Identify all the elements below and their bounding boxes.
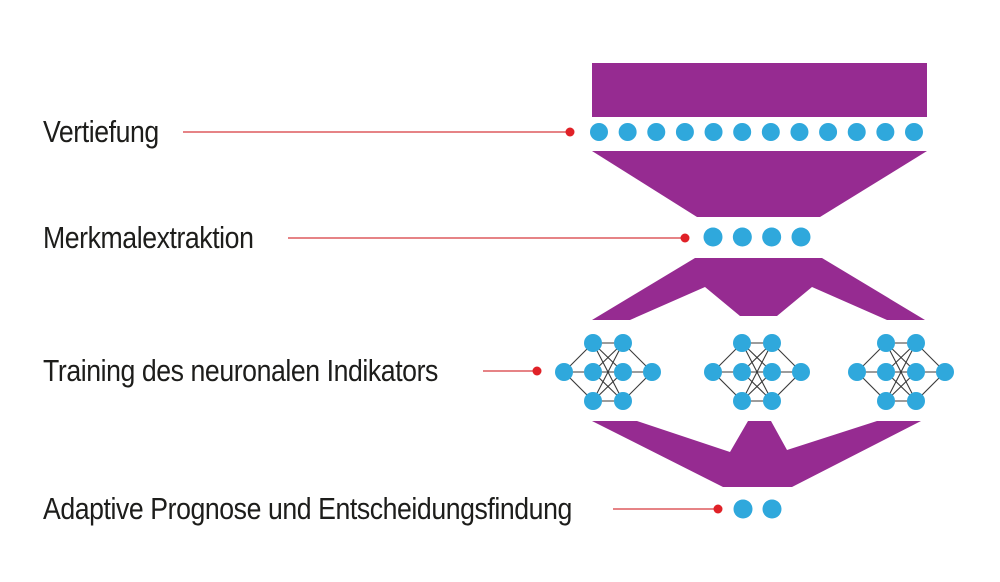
neuron-dot bbox=[647, 123, 666, 141]
network-neuron bbox=[704, 363, 722, 381]
neural-network bbox=[704, 334, 810, 410]
network-neuron bbox=[584, 334, 602, 352]
neuron-dot bbox=[704, 123, 723, 141]
network-neuron bbox=[848, 363, 866, 381]
network-neuron bbox=[907, 363, 925, 381]
network-neuron bbox=[555, 363, 573, 381]
network-neuron bbox=[763, 363, 781, 381]
leader-dot-training bbox=[532, 366, 542, 376]
network-edge bbox=[885, 342, 917, 402]
network-neuron bbox=[584, 392, 602, 410]
neuron-dot bbox=[733, 123, 752, 141]
network-neuron bbox=[733, 392, 751, 410]
neuron-dot bbox=[590, 123, 608, 141]
merge-to-output-shape bbox=[592, 421, 921, 487]
leader-dot-vertiefung bbox=[565, 127, 575, 137]
network-neuron bbox=[614, 363, 632, 381]
network-neuron bbox=[877, 363, 895, 381]
neuron-dot bbox=[791, 227, 811, 247]
neuron-dot bbox=[905, 123, 923, 141]
neuron-dot bbox=[847, 123, 866, 141]
feature-neurons-row bbox=[703, 227, 811, 247]
neuron-dot bbox=[762, 227, 782, 247]
input-block-shape bbox=[592, 63, 927, 117]
label-vertiefung: Vertiefung bbox=[43, 114, 159, 149]
network-neuron bbox=[733, 334, 751, 352]
split-to-networks-shape bbox=[592, 258, 925, 320]
network-neuron bbox=[792, 363, 810, 381]
neuron-dot bbox=[733, 499, 753, 519]
network-neuron bbox=[614, 334, 632, 352]
label-adaptive: Adaptive Prognose und Entscheidungsfindu… bbox=[43, 491, 572, 526]
network-neuron bbox=[907, 334, 925, 352]
leader-dot-merkmalextraktion bbox=[680, 233, 690, 243]
neuron-dot bbox=[790, 123, 809, 141]
network-neuron bbox=[877, 334, 895, 352]
network-neuron bbox=[907, 392, 925, 410]
neuron-dot bbox=[618, 123, 637, 141]
neuron-dot bbox=[703, 227, 723, 247]
network-neuron bbox=[763, 392, 781, 410]
label-merkmalextraktion: Merkmalextraktion bbox=[43, 220, 254, 255]
output-neurons-row bbox=[733, 499, 782, 519]
neuron-dot bbox=[732, 227, 752, 247]
neuron-dot bbox=[675, 123, 694, 141]
input-neurons-row bbox=[590, 123, 923, 141]
network-neuron bbox=[733, 363, 751, 381]
label-training: Training des neuronalen Indikators bbox=[43, 353, 438, 388]
neuron-dot bbox=[819, 123, 838, 141]
neuron-dot bbox=[876, 123, 895, 141]
leader-dot-adaptive bbox=[713, 504, 723, 514]
network-edge bbox=[592, 342, 624, 402]
network-neuron bbox=[936, 363, 954, 381]
network-neuron bbox=[643, 363, 661, 381]
funnel-narrowing-shape bbox=[592, 151, 927, 217]
neural-network bbox=[848, 334, 954, 410]
neural-network bbox=[555, 334, 661, 410]
network-neuron bbox=[614, 392, 632, 410]
neuron-dot bbox=[761, 123, 780, 141]
network-edge bbox=[741, 342, 773, 402]
network-neuron bbox=[763, 334, 781, 352]
network-neuron bbox=[584, 363, 602, 381]
neuron-dot bbox=[762, 499, 782, 519]
network-neuron bbox=[877, 392, 895, 410]
neuron-layers bbox=[555, 123, 954, 519]
